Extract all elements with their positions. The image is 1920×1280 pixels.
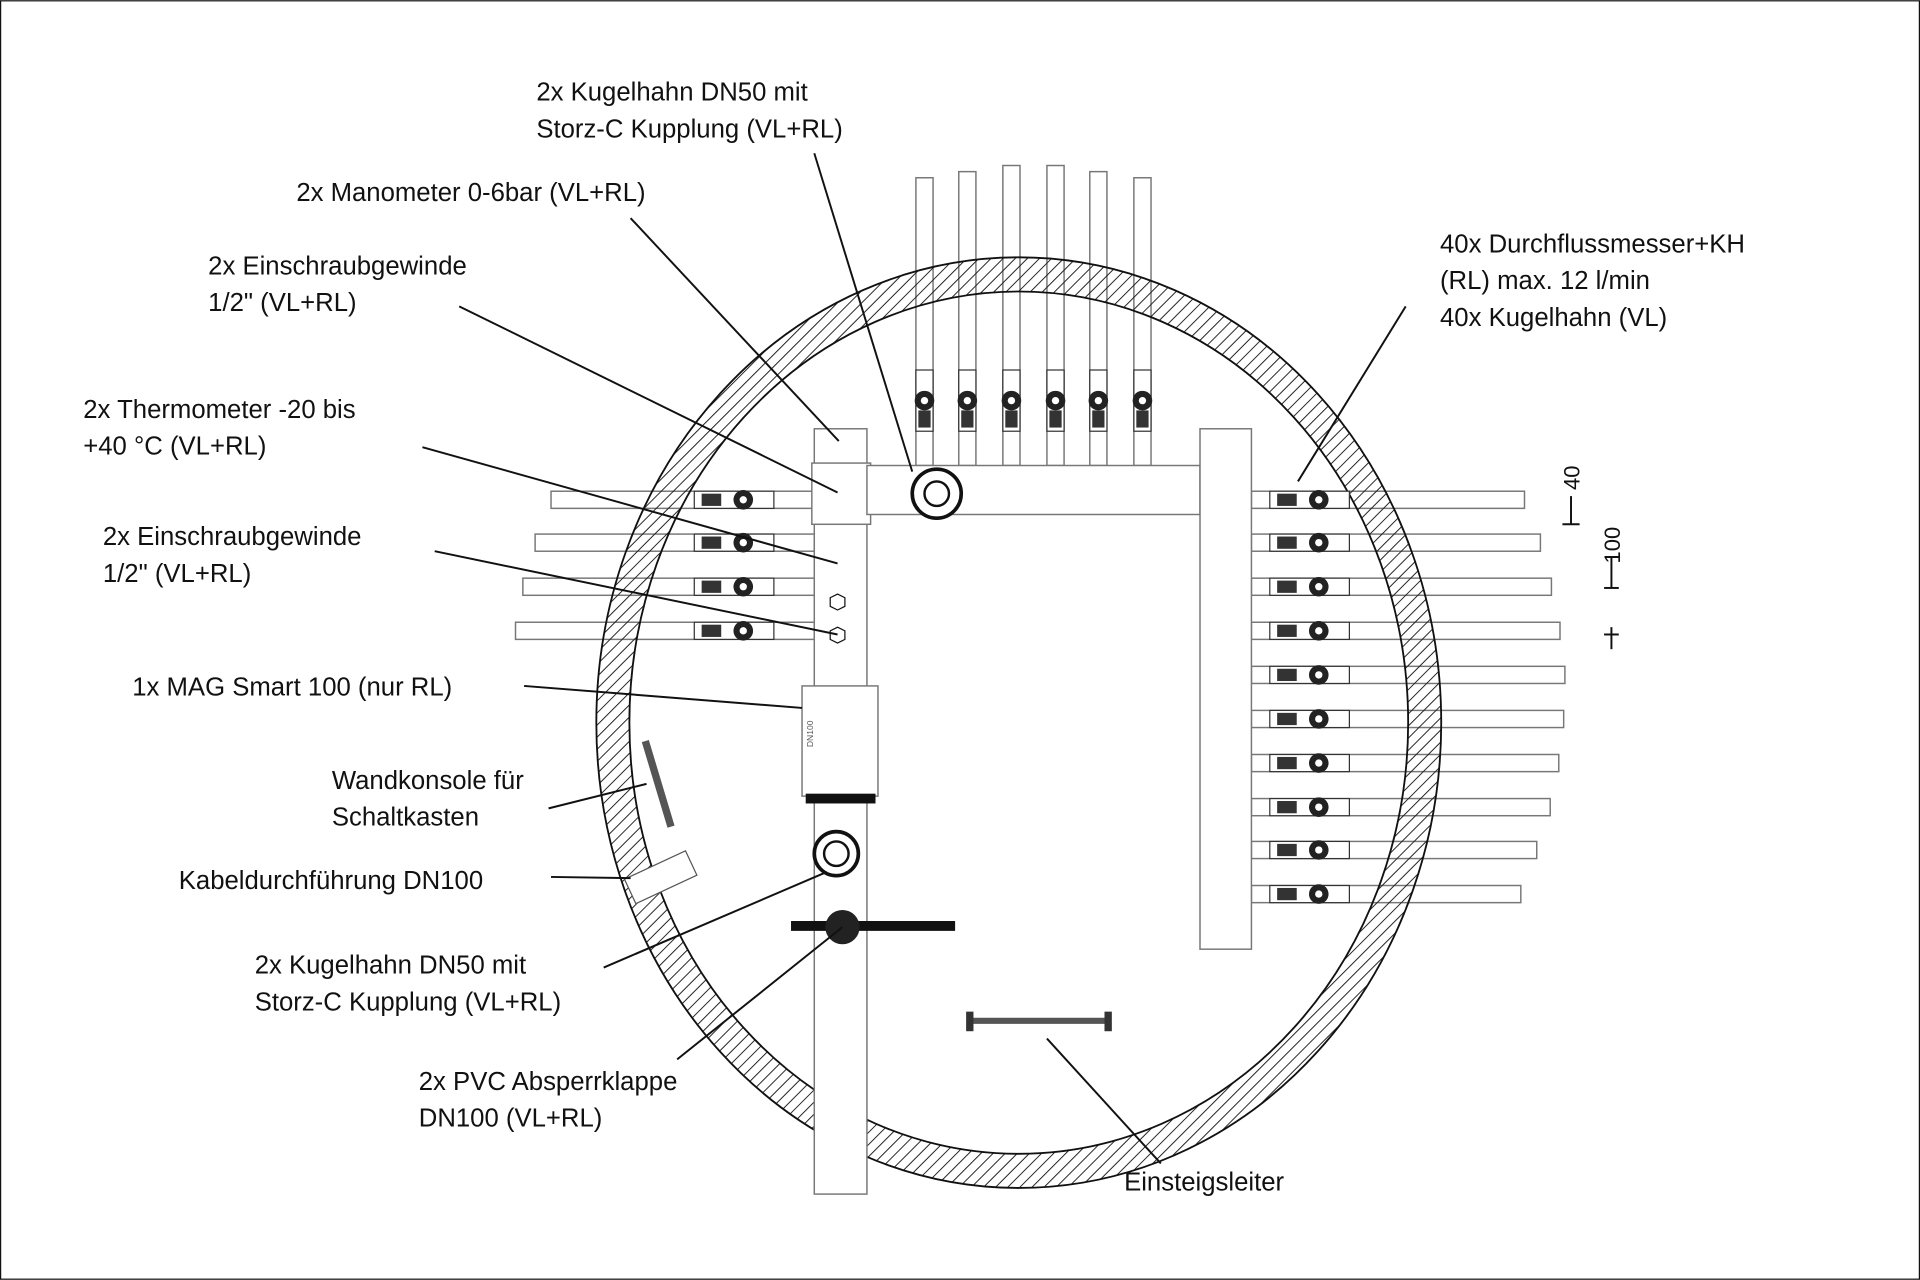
fittings xyxy=(693,369,1350,904)
label-durchfluss: (RL) max. 12 l/min xyxy=(1440,267,1650,295)
label-durchfluss: 40x Durchflussmesser+KH xyxy=(1440,230,1745,258)
label-wandkonsole: Wandkonsole für xyxy=(332,767,524,795)
thread-fitting-icon xyxy=(829,626,846,644)
flow-meter-valve xyxy=(1269,532,1350,553)
label-kugelhahn-bottom: 2x Kugelhahn DN50 mit xyxy=(255,952,526,980)
flow-meter-valve xyxy=(1269,797,1350,817)
mag-text: DN100 xyxy=(805,720,815,747)
ball-valve-top-bore xyxy=(923,480,951,508)
flow-meter-valve xyxy=(1269,753,1350,773)
dimension-40: 40 xyxy=(1560,465,1585,490)
flow-meter-valve xyxy=(693,621,775,641)
label-durchfluss: 40x Kugelhahn (VL) xyxy=(1440,304,1667,332)
label-wandkonsole: Schaltkasten xyxy=(332,804,479,832)
label-thermometer: 2x Thermometer -20 bis xyxy=(83,396,355,424)
label-manometer: 2x Manometer 0-6bar (VL+RL) xyxy=(296,179,645,207)
flow-meter-valve xyxy=(914,369,935,432)
label-einschraub2: 2x Einschraubgewinde xyxy=(103,523,362,551)
flow-meter-valve xyxy=(1269,665,1350,685)
label-kugelhahn-bottom: Storz-C Kupplung (VL+RL) xyxy=(255,988,561,1016)
flow-meter-valve xyxy=(1269,490,1350,510)
label-kugelhahn-top: 2x Kugelhahn DN50 mit xyxy=(536,79,807,107)
cable-duct xyxy=(623,849,698,905)
label-einschraub1: 1/2" (VL+RL) xyxy=(208,289,356,317)
label-leiter: Einsteigsleiter xyxy=(1124,1168,1284,1196)
flow-meter-valve xyxy=(1269,621,1350,641)
flow-meter-valve xyxy=(1269,884,1350,904)
flow-meter-valve xyxy=(693,576,775,597)
label-absperrklappe: DN100 (VL+RL) xyxy=(419,1105,603,1133)
ladder-end xyxy=(1104,1011,1112,1032)
flow-meter-valve xyxy=(1269,840,1350,860)
left-riser-pipe xyxy=(813,428,868,1195)
label-einschraub1: 2x Einschraubgewinde xyxy=(208,252,467,280)
label-mag: 1x MAG Smart 100 (nur RL) xyxy=(132,674,452,702)
label-thermometer: +40 °C (VL+RL) xyxy=(83,432,266,460)
wall-console xyxy=(641,739,675,828)
flow-meter-valve xyxy=(1269,709,1350,729)
dimension-100: 100 xyxy=(1600,527,1625,564)
thread-fitting-icon xyxy=(829,593,846,611)
label-kabel: Kabeldurchführung DN100 xyxy=(179,867,483,895)
ladder-end xyxy=(966,1011,974,1032)
flange xyxy=(805,793,876,804)
label-einschraub2: 1/2" (VL+RL) xyxy=(103,560,251,588)
label-kugelhahn-top: Storz-C Kupplung (VL+RL) xyxy=(536,115,842,143)
flow-meter-valve xyxy=(1001,369,1022,432)
right-manifold xyxy=(1199,428,1253,950)
flow-meter-valve xyxy=(957,369,978,432)
ball-valve-bore xyxy=(822,840,850,868)
ladder xyxy=(971,1017,1107,1024)
shaft-wall xyxy=(595,256,1443,1189)
label-absperrklappe: 2x PVC Absperrklappe xyxy=(419,1068,678,1096)
mag-vessel xyxy=(801,685,879,797)
flow-meter-valve xyxy=(1045,369,1066,432)
dimension-lines xyxy=(1562,496,1619,650)
butterfly-valve-handle xyxy=(791,921,956,931)
leader-lines xyxy=(422,152,1407,1165)
flow-meter-valve xyxy=(693,490,775,510)
flow-meter-valve xyxy=(1269,576,1350,597)
flow-meter-valve xyxy=(1088,369,1109,432)
tee-fitting xyxy=(811,462,872,526)
flow-meter-valve xyxy=(1132,369,1153,432)
